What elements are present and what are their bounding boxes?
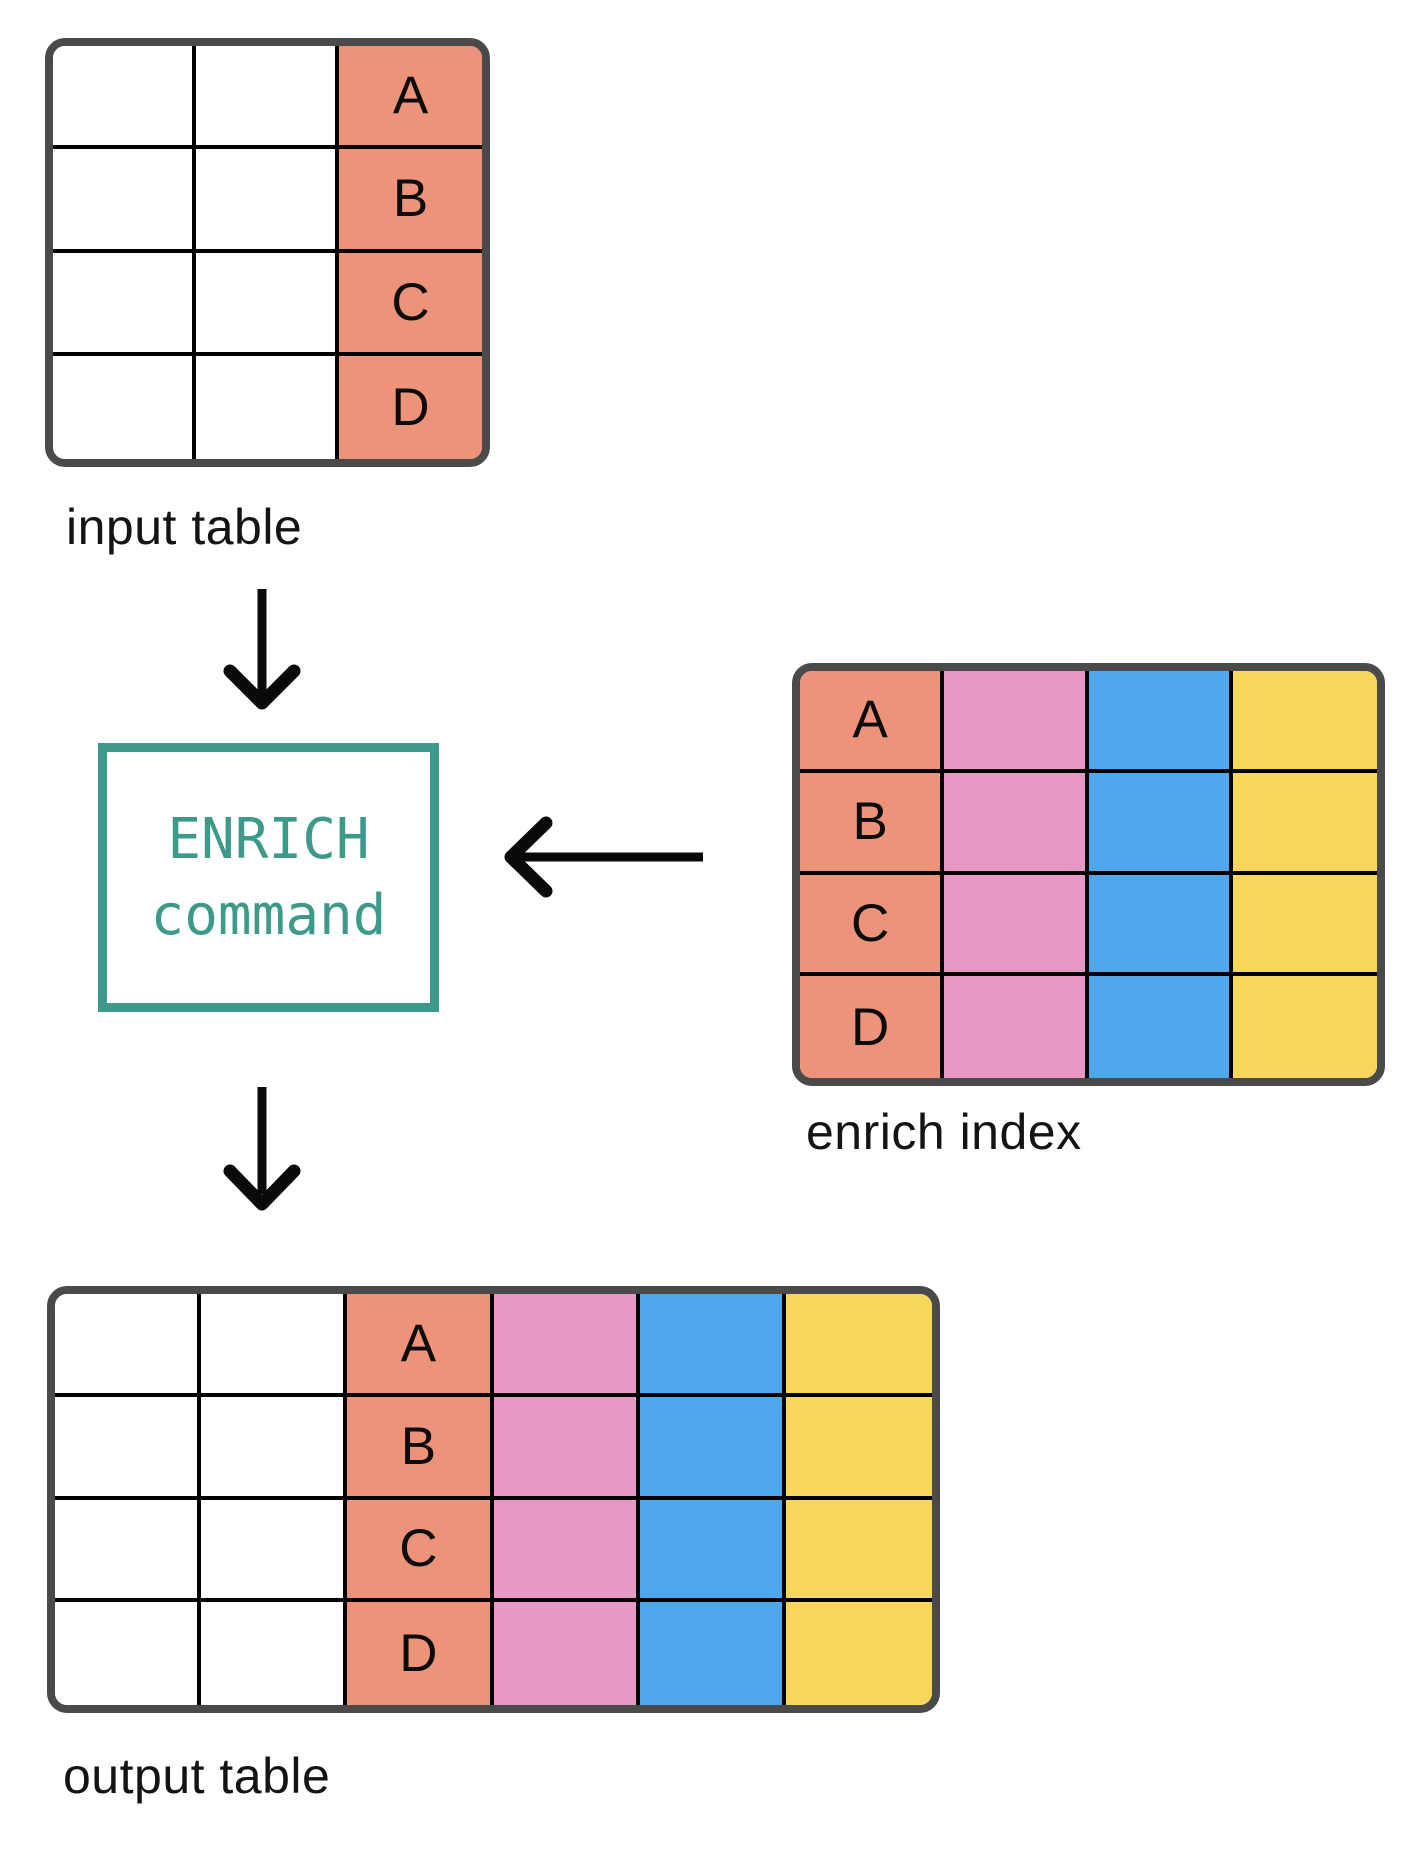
enrich-index-table: A B C D — [792, 663, 1385, 1086]
table-cell — [493, 1602, 640, 1705]
arrow-command-to-output-icon — [223, 1087, 301, 1211]
table-cell — [1232, 874, 1377, 977]
table-cell — [785, 1396, 932, 1500]
key-cell: A — [800, 671, 945, 773]
table-cell — [201, 1602, 348, 1705]
table-cell — [1232, 772, 1377, 875]
table-cell — [785, 1294, 932, 1397]
table-cell — [201, 1499, 348, 1603]
table-cell — [196, 46, 339, 150]
key-cell: A — [347, 1294, 494, 1397]
table-cell — [944, 976, 1089, 1078]
key-cell: C — [800, 874, 945, 977]
table-cell — [55, 1602, 202, 1705]
table-cell — [196, 149, 339, 253]
table-cell — [944, 874, 1089, 977]
key-cell: B — [800, 772, 945, 875]
output-table: A B C D — [47, 1286, 940, 1713]
key-cell: D — [347, 1602, 494, 1705]
enrich-command-box: ENRICH command — [98, 743, 439, 1012]
table-cell — [196, 355, 339, 459]
table-cell — [493, 1499, 640, 1603]
table-cell — [785, 1602, 932, 1705]
enrich-command-keyword: ENRICH — [167, 806, 370, 872]
enrich-command-word: command — [150, 882, 387, 948]
table-cell — [53, 252, 196, 356]
table-cell — [944, 671, 1089, 773]
table-cell — [785, 1499, 932, 1603]
table-cell — [639, 1499, 786, 1603]
key-cell: B — [339, 149, 482, 253]
table-cell — [201, 1396, 348, 1500]
table-cell — [944, 772, 1089, 875]
key-cell: C — [347, 1499, 494, 1603]
table-cell — [493, 1294, 640, 1397]
table-cell — [55, 1499, 202, 1603]
table-cell — [639, 1602, 786, 1705]
table-cell — [493, 1396, 640, 1500]
input-table: A B C D — [45, 38, 490, 467]
table-cell — [1088, 976, 1233, 1078]
input-table-label: input table — [66, 499, 303, 555]
key-cell: D — [339, 355, 482, 459]
table-cell — [639, 1294, 786, 1397]
table-cell — [1088, 772, 1233, 875]
table-cell — [53, 46, 196, 150]
arrow-index-to-command-icon — [504, 816, 703, 898]
key-cell: C — [339, 252, 482, 356]
key-cell: A — [339, 46, 482, 150]
table-cell — [1088, 874, 1233, 977]
table-cell — [53, 149, 196, 253]
table-cell — [55, 1294, 202, 1397]
table-cell — [201, 1294, 348, 1397]
output-table-label: output table — [63, 1748, 331, 1804]
table-cell — [639, 1396, 786, 1500]
arrow-input-to-command-icon — [223, 589, 301, 710]
table-cell — [1088, 671, 1233, 773]
enrich-index-label: enrich index — [806, 1104, 1082, 1160]
table-cell — [53, 355, 196, 459]
table-cell — [1232, 671, 1377, 773]
table-cell — [55, 1396, 202, 1500]
key-cell: D — [800, 976, 945, 1078]
table-cell — [1232, 976, 1377, 1078]
table-cell — [196, 252, 339, 356]
key-cell: B — [347, 1396, 494, 1500]
